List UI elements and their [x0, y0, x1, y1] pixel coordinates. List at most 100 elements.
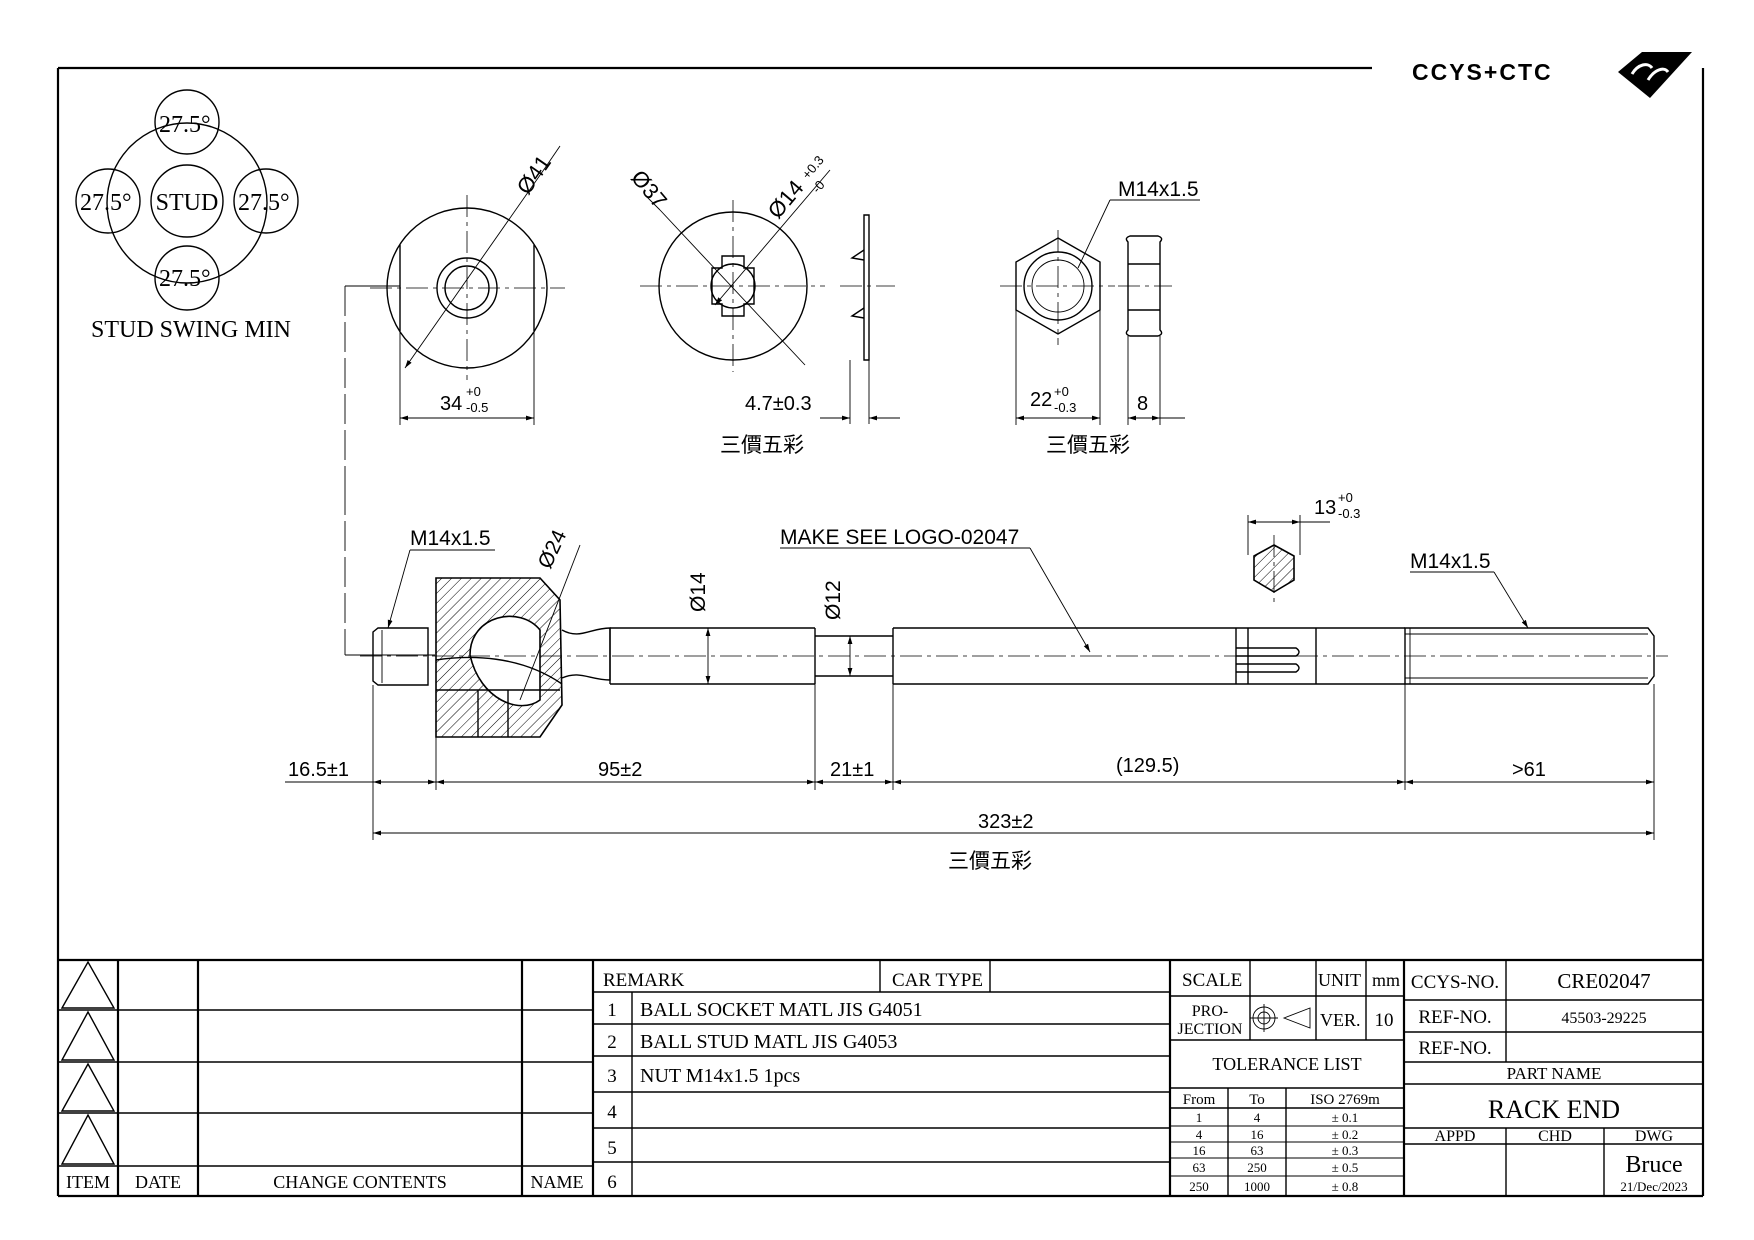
- washer-1-view: Ø41 34 +0 -0.5: [370, 145, 565, 425]
- ccys-no-label: CCYS-NO.: [1411, 972, 1499, 993]
- header-item: ITEM: [66, 1172, 110, 1192]
- ver-value: 10: [1375, 1010, 1394, 1031]
- tol-header-from: From: [1183, 1092, 1216, 1108]
- projection-label-1: PRO-: [1192, 1003, 1228, 1020]
- washer1-width-label: 34: [440, 393, 462, 415]
- washer1-width-tol-up: +0: [466, 384, 481, 399]
- tol-to-5: 1000: [1244, 1179, 1270, 1194]
- dim-21: 21±1: [830, 759, 874, 781]
- right-thread-label: M14x1.5: [1410, 550, 1491, 573]
- tol-to-4: 250: [1247, 1160, 1267, 1175]
- swing-angle-right: 27.5°: [238, 190, 290, 216]
- tol-from-2: 4: [1196, 1127, 1203, 1142]
- nut-width-tol-low: -0.3: [1054, 400, 1076, 415]
- tol-from-5: 250: [1189, 1179, 1209, 1194]
- remark-label: REMARK: [603, 970, 685, 991]
- washer2-inner-tol-up: +0.3: [799, 153, 827, 182]
- washer-2-view: Ø37 Ø14 +0.3 -0 4.7±0.3 三價五彩: [626, 153, 900, 457]
- dwg-label: DWG: [1635, 1128, 1674, 1145]
- swing-angle-bottom: 27.5°: [159, 266, 211, 292]
- tol-from-3: 16: [1193, 1143, 1207, 1158]
- hex-tol-up: +0: [1338, 490, 1353, 505]
- company-logo: CCYS+CTC: [1412, 52, 1692, 98]
- tol-value-4: ± 0.5: [1332, 1160, 1359, 1175]
- car-type-label: CAR TYPE: [892, 970, 983, 991]
- ref-no-2-label: REF-NO.: [1418, 1038, 1491, 1059]
- tol-from-4: 63: [1193, 1160, 1206, 1175]
- scale-label: SCALE: [1182, 970, 1242, 991]
- ref-no-value: 45503-29225: [1561, 1010, 1646, 1027]
- remark-no-1: 1: [607, 1000, 617, 1021]
- nut-thread-label: M14x1.5: [1118, 178, 1199, 201]
- tol-to-3: 63: [1251, 1143, 1264, 1158]
- nut-height-label: 8: [1137, 393, 1148, 415]
- stud-swing-caption: STUD SWING MIN: [91, 317, 291, 343]
- nut-width-tol-up: +0: [1054, 384, 1069, 399]
- tol-to-1: 4: [1254, 1110, 1261, 1125]
- tolerance-title: TOLERANCE LIST: [1212, 1054, 1361, 1074]
- hex-size-label: 13: [1314, 497, 1336, 519]
- revision-table: ITEM DATE CHANGE CONTENTS NAME: [58, 958, 1703, 1196]
- tol-value-1: ± 0.1: [1332, 1110, 1359, 1125]
- projection-label-2: JECTION: [1178, 1021, 1243, 1038]
- remarks-table: REMARK CAR TYPE 1 BALL SOCKET MATL JIS G…: [593, 960, 1172, 1196]
- washer2-inner-diameter-label: Ø14: [763, 175, 809, 223]
- washer1-diameter-label: Ø41: [512, 150, 556, 198]
- tol-value-2: ± 0.2: [1332, 1127, 1359, 1142]
- rack-end-view: 13 +0 -0.3 M14x1.5 Ø24 Ø14 Ø12 MAKE SEE …: [285, 285, 1668, 873]
- tol-value-5: ± 0.8: [1332, 1179, 1359, 1194]
- remark-no-6: 6: [607, 1172, 617, 1193]
- logo-text: CCYS+CTC: [1412, 59, 1553, 85]
- overall-length-label: 323±2: [978, 811, 1033, 833]
- dim-95: 95±2: [598, 759, 642, 781]
- main-caption: 三價五彩: [948, 850, 1032, 873]
- ver-label: VER.: [1320, 1010, 1361, 1030]
- washer2-thickness-label: 4.7±0.3: [745, 393, 812, 415]
- unit-value: mm: [1372, 970, 1400, 990]
- remark-no-5: 5: [607, 1138, 617, 1159]
- nut-caption: 三價五彩: [1046, 434, 1130, 457]
- part-name-value: RACK END: [1488, 1095, 1620, 1124]
- washer2-caption: 三價五彩: [720, 434, 804, 457]
- drawn-by-value: Bruce: [1625, 1152, 1682, 1178]
- unit-label: UNIT: [1318, 970, 1361, 990]
- stud-label: STUD: [156, 190, 219, 216]
- stud-swing-diagram: 27.5° 27.5° 27.5° 27.5° STUD STUD SWING …: [75, 89, 299, 343]
- remark-no-2: 2: [607, 1032, 617, 1053]
- swing-angle-left: 27.5°: [80, 190, 132, 216]
- dim-16-5: 16.5±1: [288, 759, 349, 781]
- border-frame: [56, 66, 1705, 1198]
- logo-note-label: MAKE SEE LOGO-02047: [780, 526, 1019, 549]
- spec-table: SCALE UNIT mm PRO- JECTION VER. 10 TOLER…: [1170, 960, 1406, 1196]
- tol-value-3: ± 0.3: [1332, 1143, 1359, 1158]
- shaft-diameter-14-label: Ø14: [687, 572, 710, 612]
- dim-129-5: (129.5): [1116, 755, 1179, 777]
- remark-no-4: 4: [607, 1102, 617, 1123]
- hex-tol-low: -0.3: [1338, 506, 1360, 521]
- remark-text-1: BALL SOCKET MATL JIS G4051: [640, 999, 923, 1021]
- nut-width-label: 22: [1030, 389, 1052, 411]
- nut-view: M14x1.5 22 +0 -0.3 8 三價五彩: [1000, 178, 1200, 457]
- tol-header-iso: ISO 2769m: [1310, 1092, 1380, 1108]
- appd-label: APPD: [1435, 1128, 1476, 1145]
- remark-text-3: NUT M14x1.5 1pcs: [640, 1065, 800, 1087]
- header-change-contents: CHANGE CONTENTS: [273, 1172, 447, 1192]
- header-name: NAME: [531, 1172, 584, 1192]
- chd-label: CHD: [1538, 1128, 1572, 1145]
- remark-no-3: 3: [607, 1066, 617, 1087]
- tol-header-to: To: [1249, 1092, 1265, 1108]
- title-block: CCYS-NO. CRE02047 REF-NO. 45503-29225 RE…: [1404, 960, 1703, 1196]
- washer1-width-tol-low: -0.5: [466, 400, 488, 415]
- header-date: DATE: [135, 1172, 181, 1192]
- washer2-outer-diameter-label: Ø37: [626, 165, 672, 213]
- remark-text-2: BALL STUD MATL JIS G4053: [640, 1031, 897, 1053]
- drawing-date: 21/Dec/2023: [1620, 1179, 1687, 1194]
- ball-diameter-label: Ø24: [534, 526, 572, 572]
- swing-angle-top: 27.5°: [159, 112, 211, 138]
- shaft-diameter-12-label: Ø12: [822, 580, 845, 620]
- ref-no-label: REF-NO.: [1418, 1007, 1491, 1028]
- tol-from-1: 1: [1196, 1110, 1203, 1125]
- tol-to-2: 16: [1251, 1127, 1265, 1142]
- part-name-label: PART NAME: [1507, 1064, 1602, 1083]
